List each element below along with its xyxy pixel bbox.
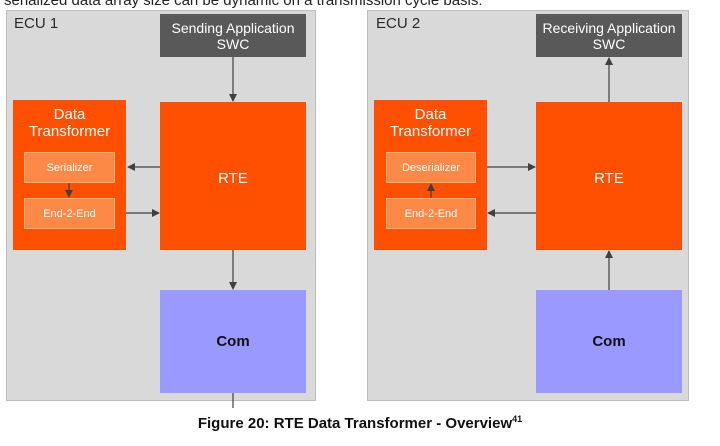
- ecu2-title: ECU 2: [376, 15, 421, 32]
- ecu2-com-block: Com: [536, 290, 682, 393]
- caption-text: Figure 20: RTE Data Transformer - Overvi…: [197, 415, 513, 432]
- caption-footnote: 41: [512, 414, 523, 424]
- ecu1-rte-block: RTE: [160, 102, 306, 250]
- ecu1-title: ECU 1: [14, 15, 59, 32]
- ecu2-data-transformer-label: Data Transformer: [389, 106, 472, 140]
- figure-caption: Figure 20: RTE Data Transformer - Overvi…: [0, 414, 720, 432]
- ecu2-rte-label: RTE: [594, 170, 624, 187]
- ecu1-end2end-box: End-2-End: [24, 198, 115, 229]
- ecu1-com-block: Com: [160, 290, 306, 393]
- ecu1-rte-label: RTE: [218, 170, 248, 187]
- top-cut-text: serialized data array size can be dynami…: [4, 0, 483, 9]
- ecu2-end2end-box: End-2-End: [386, 198, 476, 229]
- ecu1-sending-application-swc: Sending Application SWC: [160, 14, 306, 57]
- ecu2-receiving-application-swc: Receiving Application SWC: [536, 14, 682, 57]
- ecu2-rte-block: RTE: [536, 102, 682, 250]
- ecu1-data-transformer-label: Data Transformer: [28, 106, 111, 140]
- ecu1-serializer-box: Serializer: [24, 152, 115, 183]
- ecu2-deserializer-box: Deserializer: [386, 152, 476, 183]
